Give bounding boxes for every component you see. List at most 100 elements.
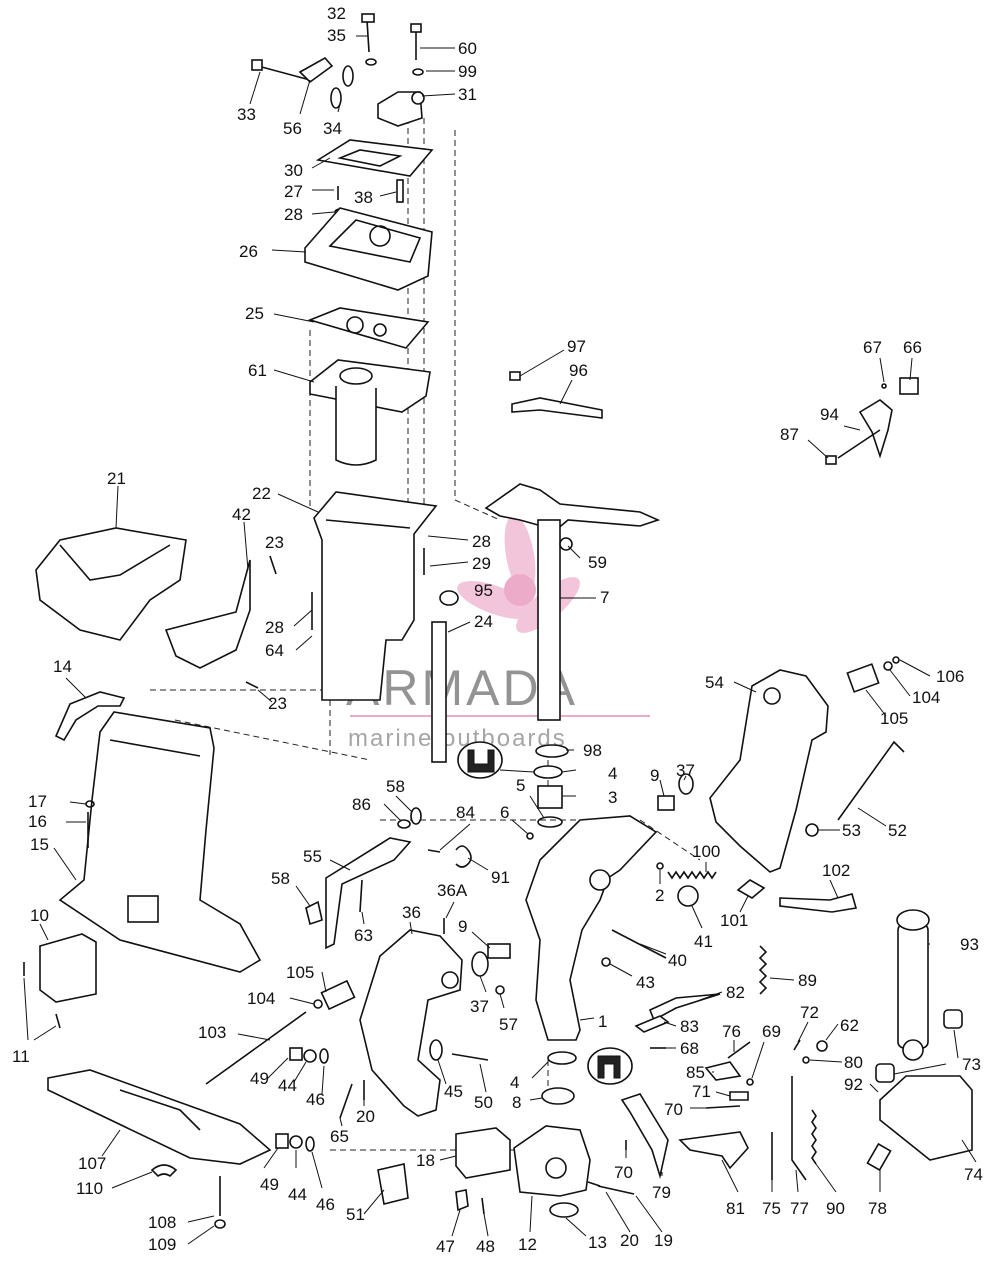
- callout-11: 11: [12, 1047, 30, 1066]
- bolt-33: [251, 59, 311, 81]
- bushing-49b: [275, 1133, 289, 1149]
- washer-34a: [342, 65, 354, 87]
- exhaust-tube-61: [335, 386, 377, 466]
- callout-69: 69: [762, 1022, 781, 1041]
- callout-24: 24: [474, 612, 493, 631]
- callout-47: 47: [436, 1237, 455, 1256]
- callout-94: 94: [820, 405, 839, 424]
- callout-46b: 46: [316, 1195, 335, 1214]
- callout-76: 76: [722, 1022, 741, 1041]
- callout-72: 72: [800, 1003, 819, 1022]
- callout-105a: 105: [880, 709, 908, 728]
- callout-66: 66: [903, 338, 922, 357]
- callout-28a: 28: [284, 205, 303, 224]
- callout-30: 30: [284, 161, 303, 180]
- callout-labels: 32 35 60 99 31 33 56 34 30 27 38 28 26 2…: [12, 4, 983, 1256]
- washer-104a: [883, 661, 893, 671]
- bushing-9a: [657, 795, 675, 811]
- swivel-bracket-1: [525, 815, 658, 1041]
- lever-94: [858, 399, 893, 459]
- pin-70a: [705, 1105, 741, 1109]
- leader-lines: [23, 35, 977, 1245]
- pin-43: [601, 957, 611, 967]
- callout-14: 14: [53, 657, 72, 676]
- callout-44b: 44: [288, 1185, 307, 1204]
- ring-4b: [547, 1051, 577, 1065]
- alignment-lines: [150, 118, 701, 1151]
- pin-69: [746, 1078, 754, 1086]
- callout-42: 42: [232, 505, 251, 524]
- pin-67: [881, 383, 887, 389]
- spring-91: [455, 845, 472, 868]
- washer-35: [365, 58, 377, 66]
- steering-tube-7: [537, 519, 561, 721]
- bracket-31: [377, 91, 423, 127]
- callout-70b: 70: [614, 1163, 633, 1182]
- washer-104b: [313, 999, 323, 1009]
- screw-97: [509, 371, 521, 381]
- washer-58a: [410, 807, 422, 825]
- pin-84: [427, 849, 441, 853]
- grommet-95: [439, 590, 459, 606]
- callout-37a: 37: [676, 761, 695, 780]
- callout-22: 22: [252, 484, 271, 503]
- rod-77: [791, 1076, 807, 1181]
- callout-44a: 44: [278, 1076, 297, 1095]
- callout-25: 25: [245, 304, 264, 323]
- cylinder-93: [897, 923, 929, 1049]
- gasket-30: [315, 139, 434, 177]
- bushing-3: [537, 785, 563, 809]
- callout-29: 29: [472, 554, 491, 573]
- callout-80: 80: [844, 1053, 863, 1072]
- watermark-brand: ARMADA: [346, 660, 578, 716]
- callout-54: 54: [705, 673, 724, 692]
- callout-32: 32: [327, 4, 346, 23]
- callout-2: 2: [655, 886, 664, 905]
- lever-58b: [305, 900, 323, 926]
- callout-105b: 105: [286, 963, 314, 982]
- plate-51: [377, 1163, 409, 1205]
- callout-93: 93: [960, 935, 979, 954]
- pin-102: [779, 893, 858, 913]
- callout-104a: 104: [912, 688, 940, 707]
- bushing-41: [677, 885, 699, 907]
- callout-104b: 104: [247, 989, 275, 1008]
- callout-4a: 4: [608, 764, 617, 783]
- callout-7: 7: [600, 588, 609, 607]
- bolt-60: [410, 23, 422, 60]
- callout-86: 86: [352, 795, 371, 814]
- callout-85: 85: [686, 1063, 705, 1082]
- parts: [23, 13, 973, 1229]
- spring-89: [758, 945, 768, 995]
- callout-79: 79: [652, 1183, 671, 1202]
- washer-37a: [678, 773, 694, 795]
- callout-103: 103: [198, 1023, 226, 1042]
- washer-99: [412, 68, 424, 76]
- bushing-9b: [487, 943, 511, 959]
- bushing-73a: [943, 1009, 963, 1029]
- callout-20a: 20: [356, 1107, 375, 1126]
- callout-95: 95: [474, 581, 493, 600]
- callout-34: 34: [323, 119, 342, 138]
- callout-108: 108: [148, 1213, 176, 1232]
- callout-36A: 36A: [437, 881, 468, 900]
- callout-10: 10: [30, 906, 49, 925]
- callout-84: 84: [456, 803, 475, 822]
- callout-64: 64: [265, 641, 284, 660]
- pin-72: [793, 1039, 801, 1051]
- callout-8: 8: [512, 1093, 521, 1112]
- washer-86: [397, 819, 411, 829]
- pin-40: [611, 929, 667, 959]
- callout-90: 90: [826, 1199, 845, 1218]
- callout-60: 60: [458, 39, 477, 58]
- callout-75: 75: [762, 1199, 781, 1218]
- lube-icon-a: [457, 741, 503, 779]
- callout-48: 48: [476, 1237, 495, 1256]
- base-74: [879, 1075, 973, 1161]
- housing-22: [313, 491, 438, 701]
- callout-49b: 49: [260, 1175, 279, 1194]
- callout-46a: 46: [306, 1090, 325, 1109]
- bolt-19: [597, 1185, 635, 1195]
- cover-42: [164, 559, 251, 669]
